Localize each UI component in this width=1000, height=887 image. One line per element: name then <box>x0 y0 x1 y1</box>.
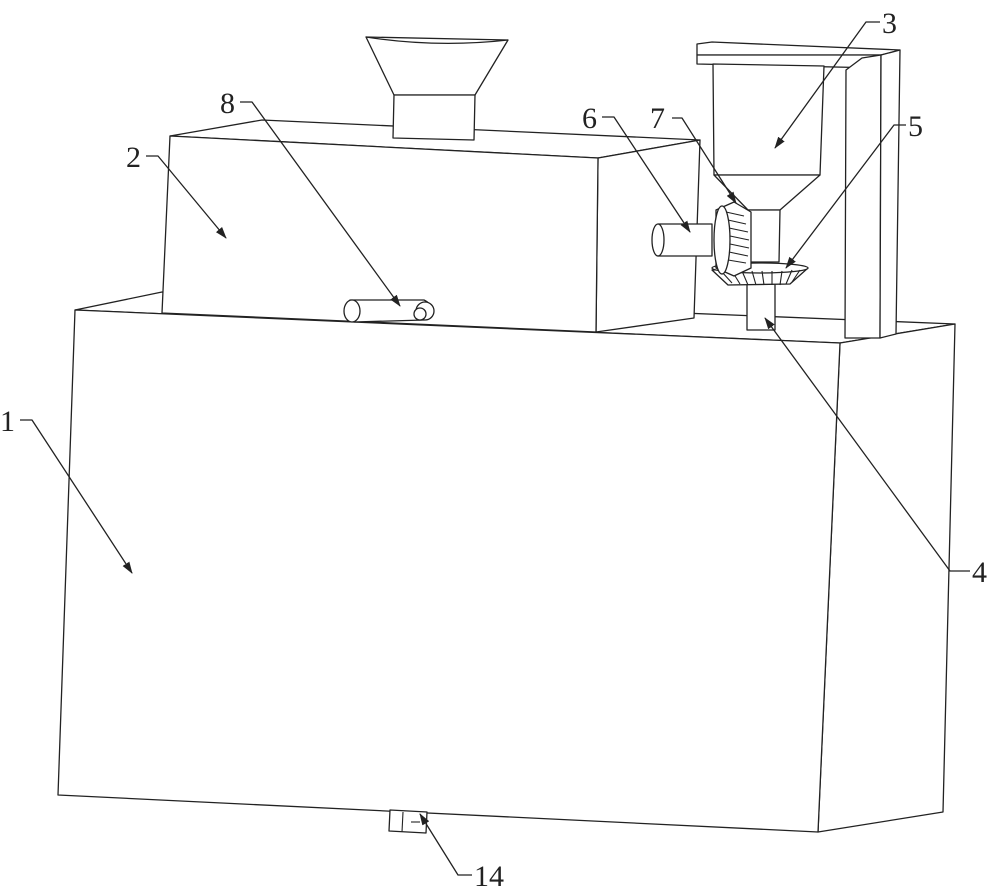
label-2: 2 <box>126 141 141 174</box>
top-hopper-cone <box>366 37 508 95</box>
label-6: 6 <box>582 102 597 135</box>
label-4: 4 <box>972 556 987 589</box>
handle <box>344 300 434 322</box>
bottom-outlet <box>389 810 427 833</box>
top-hopper-neck <box>393 95 475 140</box>
label-1: 1 <box>0 405 15 438</box>
frame-top-bar <box>697 42 900 55</box>
vertical-bevel-gear <box>714 202 751 276</box>
main-box <box>58 292 955 832</box>
frame-column-front <box>845 55 881 338</box>
frame-column-side <box>880 50 900 338</box>
label-14: 14 <box>474 860 504 887</box>
label-3: 3 <box>882 7 897 40</box>
main-box-front-face <box>58 310 840 832</box>
motor-shaft <box>652 224 712 256</box>
main-box-right-face <box>818 324 955 832</box>
label-7: 7 <box>650 102 665 135</box>
label-5: 5 <box>908 110 923 143</box>
top-hopper <box>366 37 508 140</box>
label-8: 8 <box>220 87 235 120</box>
upper-box <box>162 120 700 332</box>
upper-hopper <box>713 64 824 210</box>
